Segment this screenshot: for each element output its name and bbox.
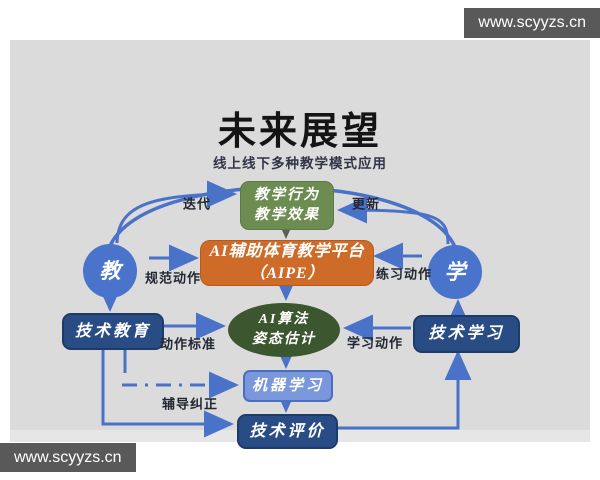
node-teach-label: 教 (99, 258, 121, 283)
node-ai-algorithm-line1: AI算法 (258, 312, 310, 328)
node-tech-evaluation: 技术评价 (237, 414, 338, 449)
edge-label-action-standard: 动作标准 (159, 336, 217, 352)
arrow-update (337, 196, 450, 245)
page-subtitle: 线上线下多种教学模式应用 (213, 156, 387, 171)
node-teaching-outcome-line2: 教学效果 (254, 206, 320, 223)
node-learn: 学 (428, 245, 482, 299)
node-tech-education-label: 技术教育 (74, 322, 151, 340)
node-learn-label: 学 (444, 259, 466, 284)
edge-label-update: 更新 (351, 196, 381, 212)
arrow-eval-to-techlearn (335, 350, 472, 430)
node-teaching-outcome: 教学行为 教学效果 (240, 181, 334, 230)
node-tech-education: 技术教育 (62, 313, 164, 350)
node-tech-evaluation-label: 技术评价 (249, 422, 326, 440)
page-title: 未来展望 (217, 111, 382, 153)
edge-label-coach-correction: 辅导纠正 (161, 396, 219, 412)
watermark-text: www.scyyzs.cn (478, 14, 586, 31)
node-ai-algorithm: AI算法 姿态估计 (228, 303, 340, 357)
node-aipe-platform: AI辅助体育教学平台 （AIPE） (200, 240, 374, 286)
node-machine-learning: 机器学习 (243, 370, 333, 402)
node-aipe-line1: AI辅助体育教学平台 (209, 243, 365, 261)
edge-label-iterate: 迭代 (182, 196, 212, 212)
node-teaching-outcome-line1: 教学行为 (254, 186, 320, 203)
node-aipe-line2: （AIPE） (249, 265, 325, 282)
node-machine-learning-label: 机器学习 (251, 377, 324, 394)
node-tech-learning: 技术学习 (413, 315, 520, 353)
node-ai-algorithm-line2: 姿态估计 (252, 332, 316, 347)
edge-label-learning-action: 学习动作 (346, 335, 404, 351)
slide-canvas: 未来展望 线上线下多种教学模式应用 教学行为 教学效果 AI辅助体育教学平台 （… (10, 40, 590, 449)
watermark-badge-top: www.scyyzs.cn (464, 8, 600, 38)
watermark-badge-bottom: www.scyyzs.cn (0, 443, 136, 472)
arrow-iterate (115, 180, 237, 244)
edge-label-standard-action: 规范动作 (144, 270, 202, 286)
node-teach: 教 (83, 244, 137, 298)
node-tech-learning-label: 技术学习 (428, 325, 505, 343)
watermark-text: www.scyyzs.cn (14, 448, 122, 466)
arrow-techedu-to-eval (101, 347, 234, 438)
edge-label-practice-action: 练习动作 (375, 266, 433, 282)
